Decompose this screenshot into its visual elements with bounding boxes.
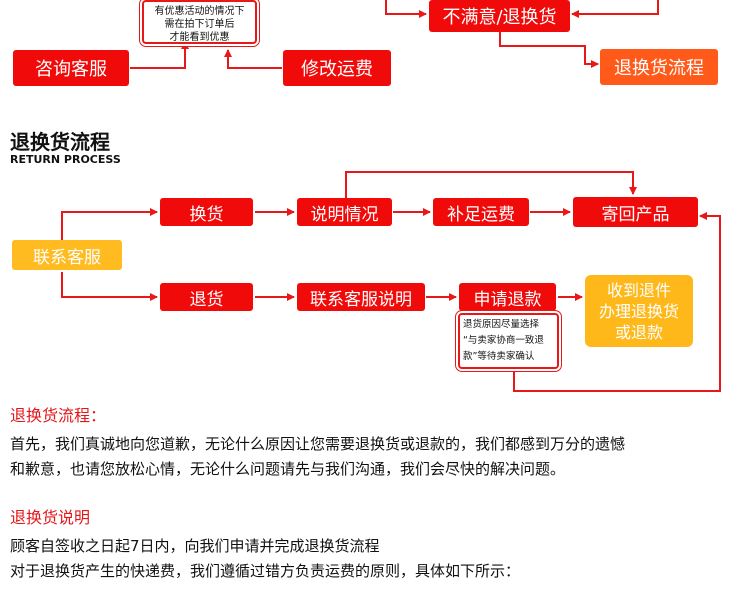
line-contact-up xyxy=(61,208,158,240)
return-process-box: 退换货流程 xyxy=(600,49,718,85)
return-process-paragraph: 首先，我们真诚地向您道歉，无论什么原因让您需要退换货或退款的，我们都感到万分的遗… xyxy=(10,432,745,482)
refund-note-line: 款”等待卖家确认 xyxy=(463,351,535,362)
paragraph-line: 顾客自签收之日起7日内，向我们申请并完成退换货流程 xyxy=(10,537,380,555)
exchange-box: 换货 xyxy=(160,198,253,226)
unsatisfied-return-box: 不满意/退换货 xyxy=(429,0,570,32)
consult-service-box: 咨询客服 xyxy=(13,50,129,86)
explain-situation-box: 说明情况 xyxy=(297,198,392,226)
discount-note-line: 才能看到优惠 xyxy=(169,32,230,43)
paragraph-line: 和歉意，也请您放松心情，无论什么问题请先与我们沟通，我们会尽快的解决问题。 xyxy=(10,460,566,478)
line-top-right-to-unsatisfied xyxy=(571,0,659,18)
receive-return-box: 收到退件 办理退换货 或退款 xyxy=(585,275,693,347)
section-title: 退换货流程 xyxy=(10,130,110,154)
modify-shipping-box: 修改运费 xyxy=(283,50,391,86)
arrow-unsatisfied-to-flow xyxy=(499,32,599,68)
line-top-left-to-unsatisfied xyxy=(385,0,427,18)
line-explain-loop-to-send xyxy=(345,171,637,198)
arrow-consult-to-note xyxy=(130,41,189,69)
return-instructions-heading: 退换货说明 xyxy=(10,508,91,527)
send-back-product-box: 寄回产品 xyxy=(573,197,698,227)
pay-shipping-box: 补足运费 xyxy=(433,198,529,226)
refund-box: 退货 xyxy=(160,283,253,311)
paragraph-line: 对于退换货产生的快递费，我们遵循过错方负责运费的原则，具体如下所示： xyxy=(10,562,521,580)
refund-note-line: “与卖家协商一致退 xyxy=(463,335,544,346)
discount-note-line: 有优惠活动的情况下 xyxy=(154,6,245,17)
contact-service-explain-box: 联系客服说明 xyxy=(297,283,425,311)
refund-note-line: 退货原因尽量选择 xyxy=(463,319,540,330)
return-instructions-paragraph: 顾客自签收之日起7日内，向我们申请并完成退换货流程 对于退换货产生的快递费，我们… xyxy=(10,534,745,584)
paragraph-line: 首先，我们真诚地向您道歉，无论什么原因让您需要退换货或退款的，我们都感到万分的遗… xyxy=(10,435,626,453)
discount-note: 有优惠活动的情况下 需在拍下订单后 才能看到优惠 xyxy=(142,0,257,44)
arrow-modify-to-note xyxy=(224,49,282,69)
line-contact-down xyxy=(61,272,158,301)
receive-return-line: 收到退件 xyxy=(606,280,671,300)
section-subtitle: RETURN PROCESS xyxy=(10,153,121,166)
line-apply-loop-to-send xyxy=(513,212,721,392)
refund-reason-note: 退货原因尽量选择 “与卖家协商一致退 款”等待卖家确认 xyxy=(458,313,559,369)
contact-service-box: 联系客服 xyxy=(12,240,122,270)
receive-return-line: 办理退换货 xyxy=(598,301,679,321)
receive-return-line: 或退款 xyxy=(614,322,663,342)
return-process-heading: 退换货流程： xyxy=(10,406,107,425)
apply-refund-box: 申请退款 xyxy=(459,283,556,311)
discount-note-line: 需在拍下订单后 xyxy=(164,19,235,30)
